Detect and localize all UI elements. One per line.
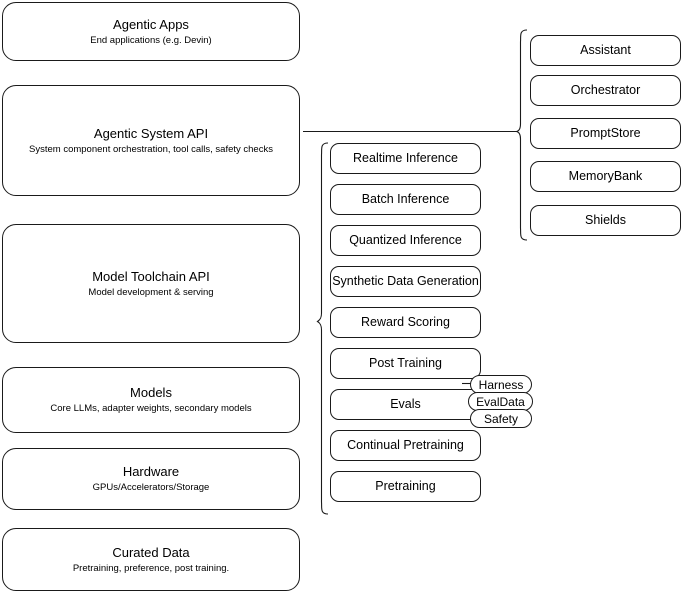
system-item-label: Assistant: [580, 43, 631, 57]
system-components-brace: [516, 29, 528, 241]
toolchain-item-post-training[interactable]: Post Training: [330, 348, 481, 379]
layer-subtitle: End applications (e.g. Devin): [90, 34, 212, 46]
layer-agentic-system-api[interactable]: Agentic System API System component orch…: [2, 85, 300, 196]
toolchain-item-reward-scoring[interactable]: Reward Scoring: [330, 307, 481, 338]
evals-sub-safety[interactable]: Safety: [470, 409, 532, 428]
layer-title: Agentic Apps: [113, 16, 189, 32]
layer-title: Hardware: [122, 464, 180, 479]
system-item-promptstore[interactable]: PromptStore: [530, 118, 681, 149]
toolchain-item-batch-inference[interactable]: Batch Inference: [330, 184, 481, 215]
system-item-label: Orchestrator: [570, 83, 641, 97]
system-item-assistant[interactable]: Assistant: [530, 35, 681, 66]
toolchain-item-continual-pretraining[interactable]: Continual Pretraining: [330, 430, 481, 461]
layer-model-toolchain-api[interactable]: Model Toolchain API Model development & …: [2, 224, 300, 343]
layer-title: Curated Data: [112, 544, 190, 560]
toolchain-components-brace: [316, 142, 329, 515]
evals-sub-evaldata[interactable]: EvalData: [468, 392, 533, 411]
layer-curated-data[interactable]: Curated Data Pretraining, preference, po…: [2, 528, 300, 591]
toolchain-item-synthetic-data-generation[interactable]: Synthetic Data Generation: [330, 266, 481, 297]
layer-models[interactable]: Models Core LLMs, adapter weights, secon…: [2, 367, 300, 433]
toolchain-item-label: Synthetic Data Generation: [332, 274, 479, 288]
toolchain-item-realtime-inference[interactable]: Realtime Inference: [330, 143, 481, 174]
system-item-label: PromptStore: [570, 126, 641, 140]
toolchain-item-label: Batch Inference: [361, 192, 450, 206]
layer-agentic-apps[interactable]: Agentic Apps End applications (e.g. Devi…: [2, 2, 300, 61]
system-item-orchestrator[interactable]: Orchestrator: [530, 75, 681, 106]
toolchain-item-label: Quantized Inference: [349, 233, 462, 247]
toolchain-item-label: Realtime Inference: [353, 151, 458, 165]
toolchain-item-label: Post Training: [369, 356, 442, 370]
layer-subtitle: Model development & serving: [88, 286, 214, 298]
layer-subtitle: GPUs/Accelerators/Storage: [92, 482, 210, 493]
toolchain-item-quantized-inference[interactable]: Quantized Inference: [330, 225, 481, 256]
system-item-label: Shields: [585, 213, 626, 227]
toolchain-item-label: Evals: [390, 397, 421, 411]
layer-title: Model Toolchain API: [92, 268, 210, 284]
layer-subtitle: Core LLMs, adapter weights, secondary mo…: [50, 403, 252, 414]
toolchain-item-label: Reward Scoring: [361, 315, 450, 329]
toolchain-item-label: Pretraining: [375, 479, 436, 493]
layer-subtitle: Pretraining, preference, post training.: [72, 562, 230, 574]
system-item-shields[interactable]: Shields: [530, 205, 681, 236]
layer-hardware[interactable]: Hardware GPUs/Accelerators/Storage: [2, 448, 300, 510]
system-item-label: MemoryBank: [568, 169, 643, 183]
layer-subtitle: System component orchestration, tool cal…: [29, 143, 273, 155]
toolchain-item-label: Continual Pretraining: [347, 438, 464, 452]
toolchain-item-evals[interactable]: Evals: [330, 389, 481, 420]
system-item-memorybank[interactable]: MemoryBank: [530, 161, 681, 192]
layer-title: Agentic System API: [93, 125, 209, 141]
toolchain-item-pretraining[interactable]: Pretraining: [330, 471, 481, 502]
layer-title: Models: [130, 385, 172, 400]
